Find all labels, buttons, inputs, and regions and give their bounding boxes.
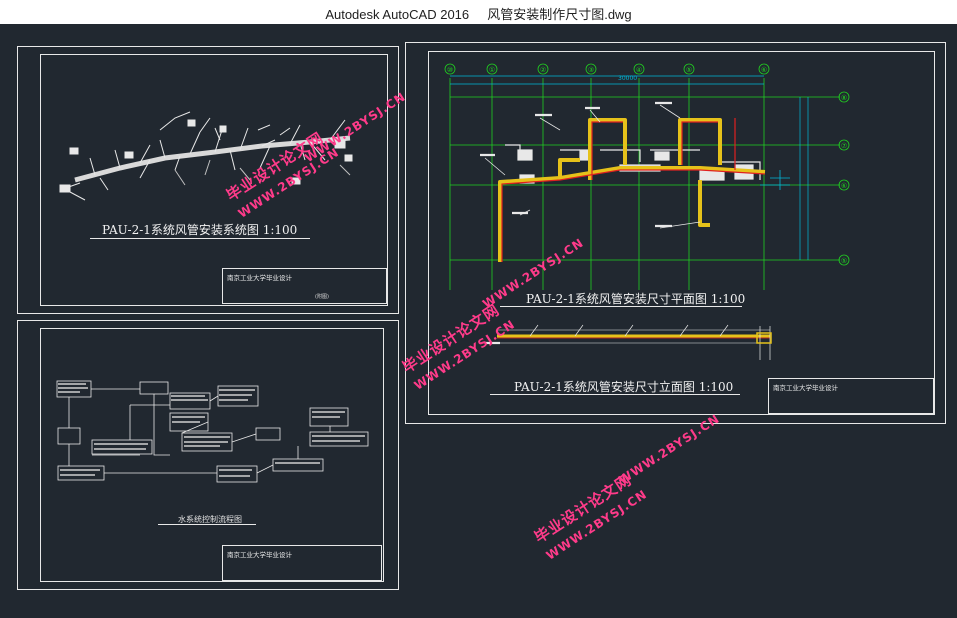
- plan-title: PAU-2-1系统风管安装尺寸平面图 1:100: [526, 292, 746, 306]
- plan-leader-labels: [480, 101, 701, 229]
- plan-axis-numbers: ⑩ ① ② ③ ④ ⑤ ⑥ ⑧ ⑦ ⑥ ⑤: [447, 66, 847, 265]
- flowchart-diagram: [56, 380, 369, 483]
- system-diagram-title: PAU-2-1系统风管安装系统图 1:100: [102, 223, 298, 237]
- plan-dimension-lines: [450, 75, 809, 260]
- axis-right-2: ⑥: [841, 182, 847, 190]
- title-block-school: 南京工业大学毕业设计: [227, 274, 292, 282]
- system-diagram-ducts: [59, 111, 353, 201]
- flowchart-title-underline: [158, 524, 256, 525]
- system-title-underline: [90, 238, 310, 239]
- axis-top-3: ③: [588, 66, 594, 74]
- title-block-flowchart[interactable]: 南京工业大学毕业设计: [222, 545, 382, 581]
- axis-top-1: ①: [489, 66, 495, 74]
- axis-top-5: ⑤: [686, 66, 692, 74]
- app-name: Autodesk AutoCAD 2016: [325, 7, 470, 22]
- plan-ducts-accent: [501, 118, 766, 262]
- plan-axis-bubbles: [444, 63, 850, 266]
- elevation-title: PAU-2-1系统风管安装尺寸立面图 1:100: [514, 380, 734, 394]
- flowchart-title: 水系统控制流程图: [178, 515, 242, 524]
- sheet-system-inner-frame: [40, 54, 388, 306]
- plan-cyan-branches: [770, 170, 790, 190]
- axis-right-3: ⑤: [841, 257, 847, 265]
- plan-ducts: [498, 118, 766, 262]
- sheet-flowchart-inner-frame: [40, 328, 384, 582]
- title-block-school: 南京工业大学毕业设计: [773, 384, 838, 392]
- sheet-plan-elevation[interactable]: [405, 42, 946, 424]
- plan-overall-dimension: 30000: [618, 75, 637, 82]
- sheet-plan-inner-frame: [428, 51, 935, 415]
- axis-top-0: ⑩: [447, 66, 453, 74]
- axis-top-2: ②: [540, 66, 546, 74]
- axis-top-6: ⑥: [761, 66, 767, 74]
- title-bar: Autodesk AutoCAD 2016 风管安装制作尺寸图.dwg: [0, 0, 957, 24]
- window-title: Autodesk AutoCAD 2016 风管安装制作尺寸图.dwg: [0, 4, 957, 23]
- axis-right-1: ⑦: [841, 142, 847, 150]
- plan-title-underline: [500, 306, 742, 307]
- axis-top-4: ④: [636, 66, 642, 74]
- elevation-title-underline: [490, 394, 740, 395]
- sheet-flowchart[interactable]: [17, 320, 399, 590]
- title-block-plan[interactable]: 南京工业大学毕业设计: [768, 378, 934, 414]
- sheet-system-diagram[interactable]: [17, 46, 399, 314]
- title-block-system[interactable]: 南京工业大学毕业设计 (附图): [222, 268, 387, 304]
- title-block-sheet: (附图): [315, 294, 329, 300]
- title-block-school: 南京工业大学毕业设计: [227, 551, 292, 559]
- file-name: 风管安装制作尺寸图.dwg: [487, 7, 632, 22]
- axis-right-0: ⑧: [841, 94, 847, 102]
- elevation-drawing: [485, 324, 772, 360]
